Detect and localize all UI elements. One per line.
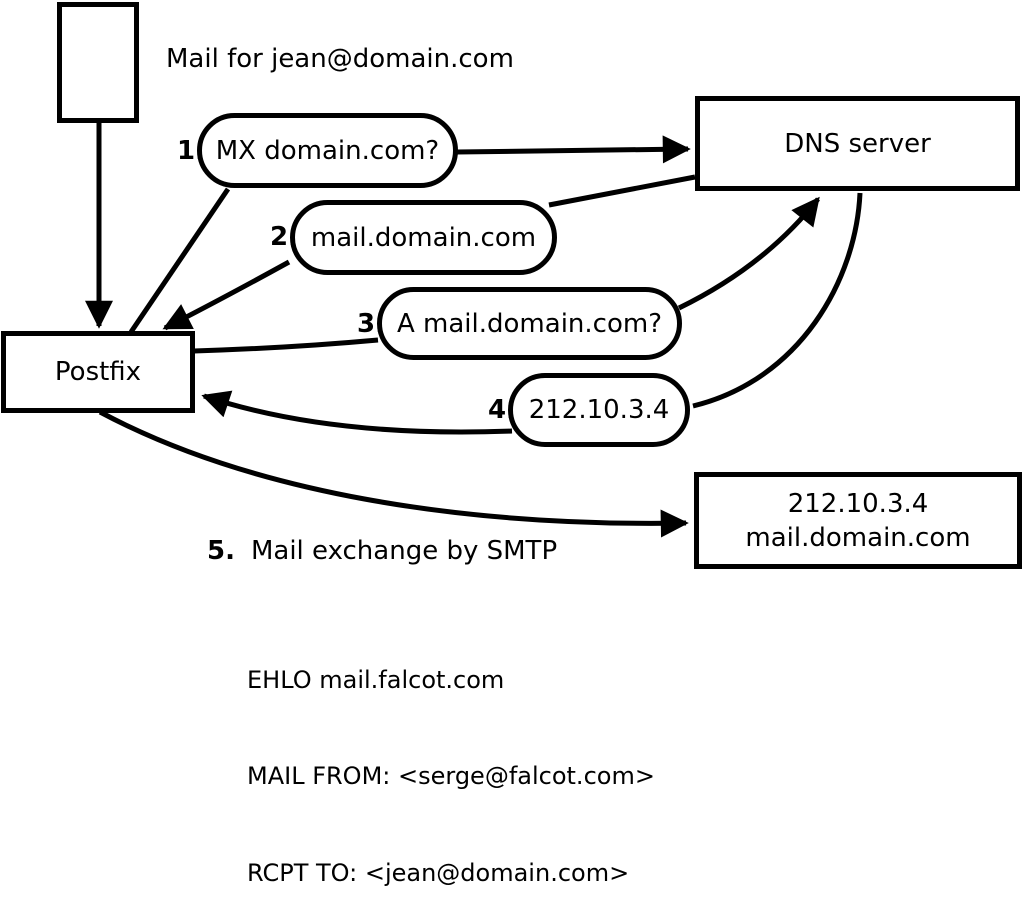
dns-server-node: DNS server [695,96,1020,191]
arrow-query-a-to-dns [677,196,820,311]
arrow-smtp-exchange [98,409,689,538]
mail-server-node: 212.10.3.4 mail.domain.com [694,472,1022,569]
smtp-line: EHLO mail.falcot.com [247,665,505,694]
response-mail-label: mail.domain.com [310,222,537,253]
dns-server-label: DNS server [784,128,931,159]
arrow-response-ip-to-postfix [201,390,513,435]
step-5-number: 5. [207,536,235,566]
mail-server-ip-label: 212.10.3.4 [787,488,929,519]
arrow-query-mx-to-dns [456,135,691,164]
query-a-pill: A mail.domain.com? [377,287,682,360]
mail-note-label: Mail for jean@domain.com [166,44,514,74]
response-mail-pill: mail.domain.com [290,200,557,275]
line-dns-to-response-ip [692,192,863,409]
mail-message-shape [57,2,139,123]
query-mx-pill: MX domain.com? [197,113,458,188]
step-5-label: Mail exchange by SMTP [250,536,558,566]
smtp-line: MAIL FROM: <serge@falcot.com> [247,762,655,791]
step-5-caption: 5. Mail exchange by SMTP [207,535,557,567]
postfix-node: Postfix [1,331,195,413]
query-mx-label: MX domain.com? [215,135,440,166]
response-ip-label: 212.10.3.4 [528,395,670,425]
smtp-line: RCPT TO: <jean@domain.com> [247,859,630,888]
response-ip-pill: 212.10.3.4 [508,373,690,447]
line-postfix-to-query-a [193,337,379,354]
arrow-response-mail-to-postfix [162,259,291,331]
smtp-session-transcript: EHLO mail.falcot.com MAIL FROM: <serge@f… [247,599,655,919]
line-dns-to-response-mail [548,174,696,208]
line-postfix-to-query-mx [128,187,231,334]
mail-server-host-label: mail.domain.com [745,522,971,553]
postfix-label: Postfix [54,357,142,387]
query-a-label: A mail.domain.com? [397,308,662,339]
